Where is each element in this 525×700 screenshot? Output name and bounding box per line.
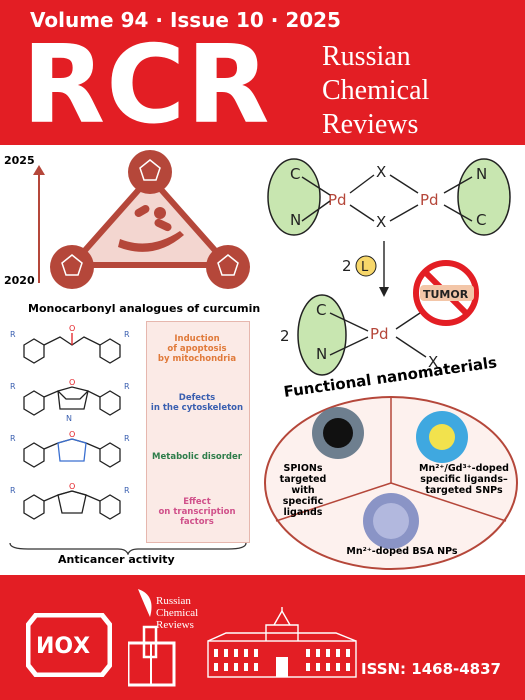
nano-circle <box>264 396 518 570</box>
curcumin-structures: R R R R R R R R O O O O N <box>10 324 130 520</box>
issue-line: Volume 94 · Issue 10 · 2025 <box>30 8 341 32</box>
effects-panel <box>146 321 250 543</box>
svg-text:R: R <box>124 434 130 443</box>
svg-text:C: C <box>290 165 300 183</box>
svg-text:R: R <box>124 486 130 495</box>
svg-text:R: R <box>10 434 16 443</box>
isoxazole-triangle <box>50 150 250 289</box>
cover-header: Volume 94 · Issue 10 · 2025 RCR Russian … <box>0 0 525 148</box>
svg-text:O: O <box>69 430 75 439</box>
brace <box>9 542 247 555</box>
journal-title: Russian Chemical Reviews <box>322 41 430 140</box>
cover-artwork: 2025 2020 Monocarbonyl analogues of curc… <box>0 145 525 575</box>
svg-text:O: O <box>69 482 75 491</box>
issn: ISSN: 1468-4837 <box>360 660 501 678</box>
svg-text:R: R <box>10 486 16 495</box>
svg-text:O: O <box>69 378 75 387</box>
spions-label: SPIONs targeted with specific ligands <box>279 463 327 518</box>
year-2020: 2020 <box>4 274 35 287</box>
ioch-logo: ИОХ <box>26 613 112 677</box>
svg-text:R: R <box>124 382 130 391</box>
rcr-footer-logo <box>128 589 176 687</box>
effect-apoptosis: Induction of apoptosis by mitochondria <box>157 334 237 364</box>
svg-text:N: N <box>290 211 301 229</box>
effect-transcription: Effect on transcription factors <box>158 497 236 527</box>
svg-text:Pd: Pd <box>370 325 389 343</box>
svg-text:Pd: Pd <box>328 191 347 209</box>
svg-text:O: O <box>69 324 75 333</box>
bsa-label: Mn²⁺-doped BSA NPs <box>346 546 458 557</box>
svg-text:C: C <box>316 301 326 319</box>
svg-text:R: R <box>10 382 16 391</box>
svg-text:R: R <box>124 330 130 339</box>
svg-text:X: X <box>376 213 386 231</box>
svg-text:X: X <box>376 163 386 181</box>
svg-text:L: L <box>361 260 369 275</box>
tumor-label: TUMOR <box>423 288 469 301</box>
timeline-arrow <box>33 165 45 283</box>
year-2025: 2025 <box>4 154 35 167</box>
svg-text:C: C <box>476 211 486 229</box>
curcumin-title: Monocarbonyl analogues of curcumin <box>28 302 261 315</box>
svg-text:X: X <box>428 353 438 371</box>
snps-label: Mn²⁺/Gd³⁺-doped specific ligands– target… <box>419 463 509 496</box>
svg-text:Pd: Pd <box>420 191 439 209</box>
effect-metabolic: Metabolic disorder <box>152 452 242 462</box>
anticancer-label: Anticancer activity <box>58 553 175 566</box>
svg-text:2: 2 <box>342 257 352 275</box>
svg-text:2: 2 <box>280 327 290 345</box>
svg-text:N: N <box>476 165 487 183</box>
journal-logo: RCR <box>22 23 271 148</box>
building-logo <box>207 607 357 678</box>
svg-text:N: N <box>316 345 327 363</box>
svg-text:ИОХ: ИОХ <box>36 634 90 659</box>
svg-text:R: R <box>10 330 16 339</box>
svg-text:N: N <box>66 414 72 423</box>
effect-cytoskeleton: Defects in the cytoskeleton <box>150 393 244 413</box>
